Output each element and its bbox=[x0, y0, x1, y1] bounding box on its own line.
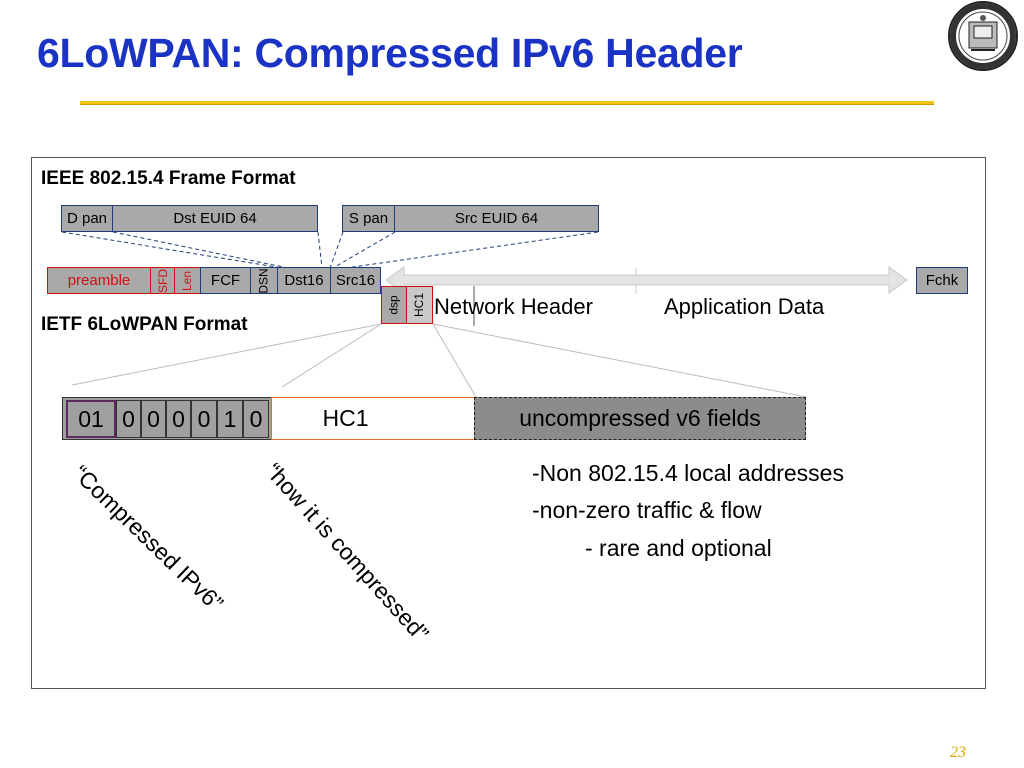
dispatch-bit-cell: 0 bbox=[166, 400, 191, 438]
note-line-1: -Non 802.15.4 local addresses bbox=[532, 460, 844, 486]
dispatch-bit-cell: 0 bbox=[243, 400, 269, 438]
fchk-field: Fchk bbox=[916, 267, 968, 294]
dsn-field: DSN bbox=[250, 267, 278, 294]
dst16-field: Dst16 bbox=[277, 267, 331, 294]
title-underline bbox=[80, 101, 934, 104]
ietf-heading: IETF 6LoWPAN Format bbox=[41, 314, 248, 335]
application-data-label: Application Data bbox=[664, 294, 825, 319]
sfd-label: SFD bbox=[155, 268, 170, 293]
dsp-label: dsp bbox=[386, 295, 401, 315]
dst-euid-field: Dst EUID 64 bbox=[112, 205, 318, 232]
note-line-2: -non-zero traffic & flow bbox=[532, 497, 762, 523]
src-euid-field: Src EUID 64 bbox=[394, 205, 599, 232]
preamble-field: preamble bbox=[47, 267, 151, 294]
payload-arrow bbox=[385, 266, 908, 294]
uncompressed-fields: uncompressed v6 fields bbox=[474, 397, 806, 440]
s-pan-field: S pan bbox=[342, 205, 395, 232]
dispatch-bit-cell: 1 bbox=[217, 400, 243, 438]
page-number: 23 bbox=[950, 744, 966, 761]
fcf-field: FCF bbox=[200, 267, 251, 294]
dispatch-bit-cell: 01 bbox=[66, 400, 116, 438]
diagram-frame bbox=[31, 157, 986, 689]
src16-field: Src16 bbox=[330, 267, 381, 294]
d-pan-field: D pan bbox=[61, 205, 113, 232]
hc1-sub-label: HC1 bbox=[412, 292, 427, 318]
slide-title: 6LoWPAN: Compressed IPv6 Header bbox=[37, 30, 743, 76]
dispatch-bit-cell: 0 bbox=[116, 400, 141, 438]
hc1-field: HC1 bbox=[271, 397, 475, 440]
ieee-heading: IEEE 802.15.4 Frame Format bbox=[41, 168, 296, 189]
sfd-field: SFD bbox=[150, 267, 175, 294]
len-label: Len bbox=[180, 270, 195, 291]
dsn-label: DSN bbox=[257, 267, 271, 294]
network-header-label: Network Header bbox=[434, 294, 593, 319]
dispatch-bit-cell: 0 bbox=[191, 400, 217, 438]
note-line-3: - rare and optional bbox=[585, 535, 772, 561]
dsp-field: dsp bbox=[381, 286, 407, 324]
university-seal-logo bbox=[948, 1, 1018, 71]
len-field: Len bbox=[174, 267, 201, 294]
dispatch-bit-cell: 0 bbox=[141, 400, 166, 438]
hc1-subfield: HC1 bbox=[406, 286, 433, 324]
